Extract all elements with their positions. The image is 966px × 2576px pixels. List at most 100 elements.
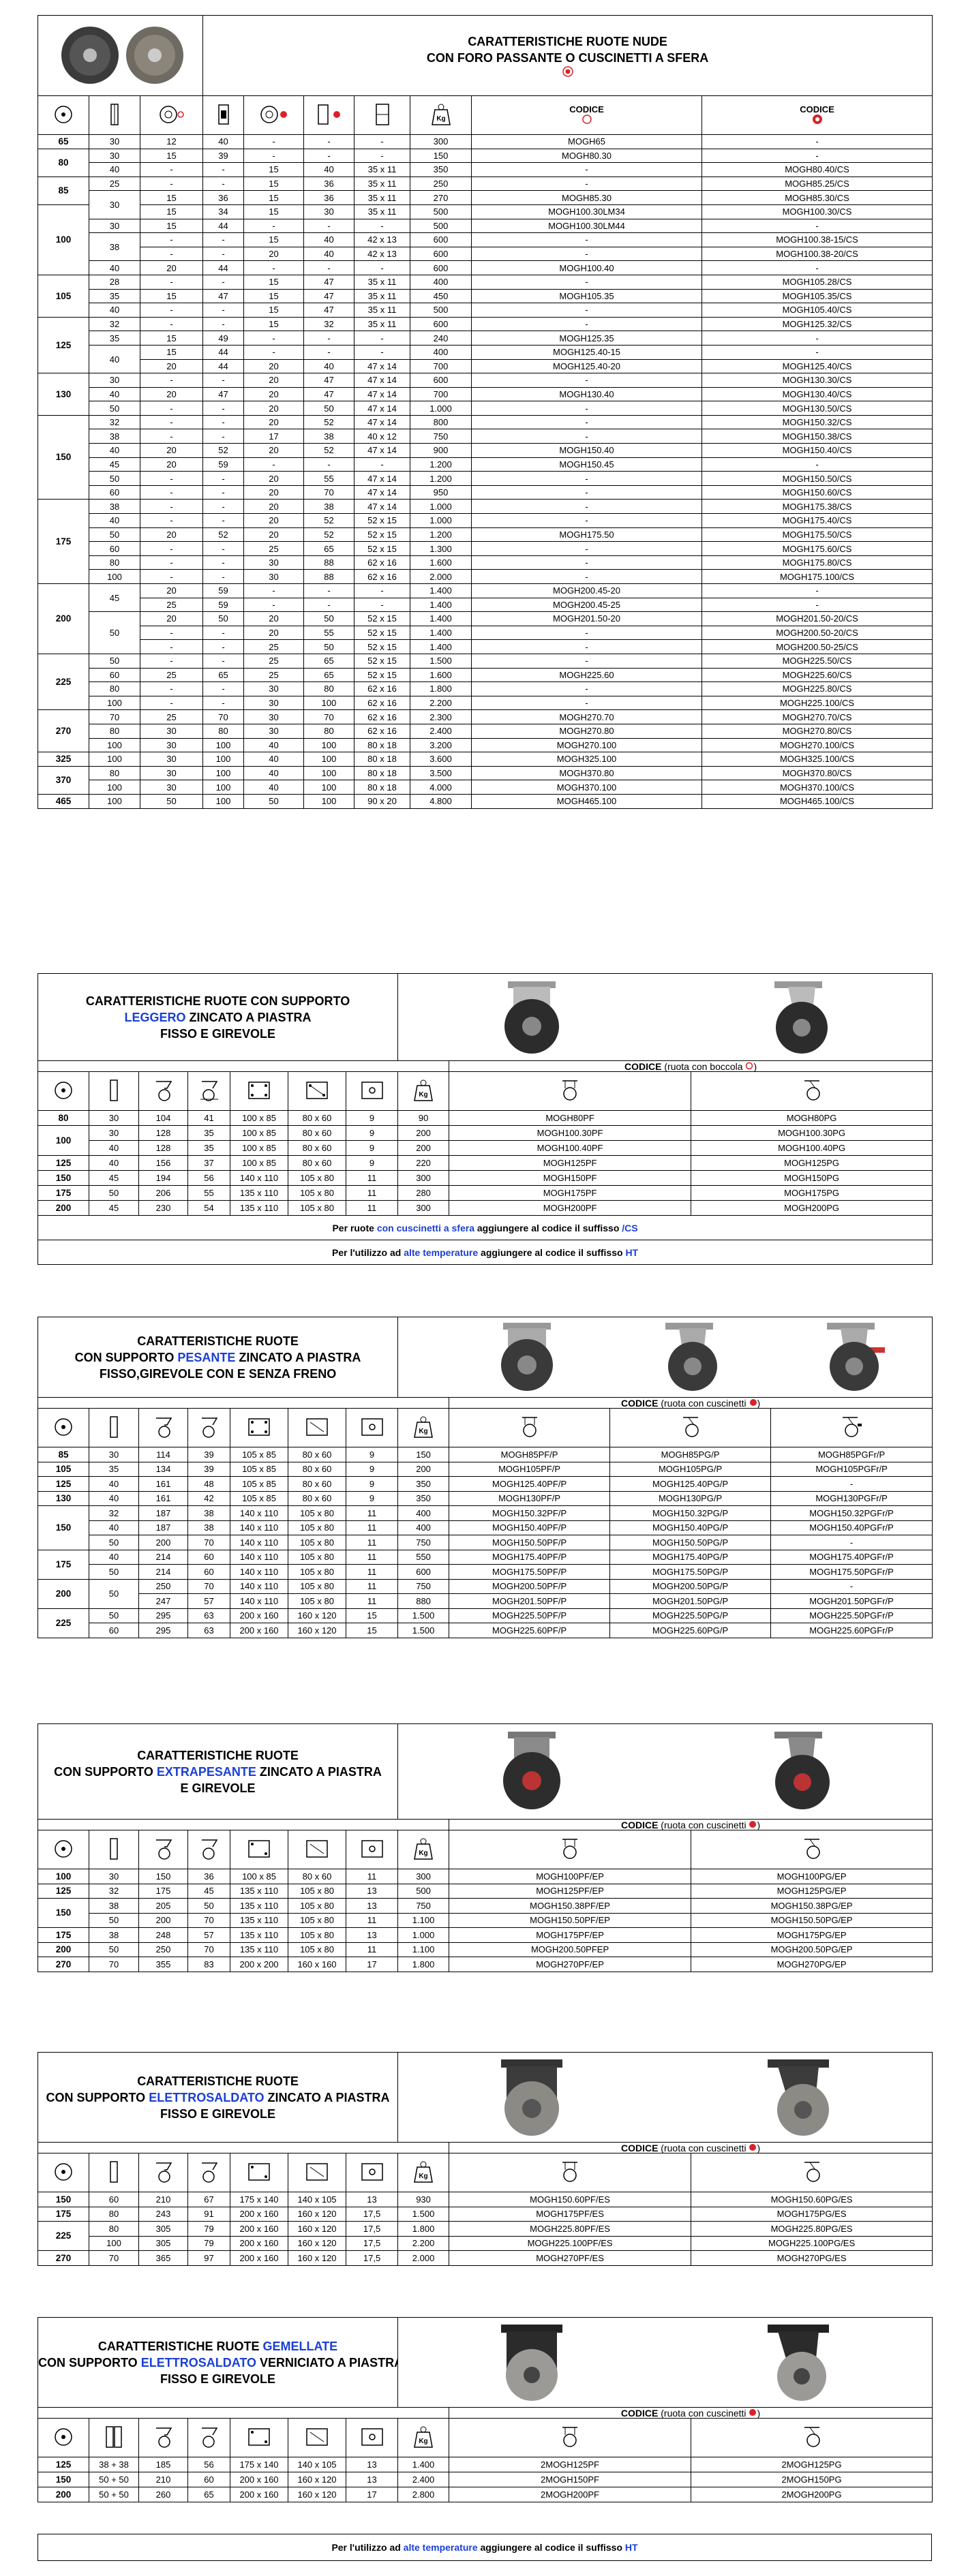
table-cell: - xyxy=(202,625,244,641)
table-cell: 2MOGH125PF xyxy=(449,2457,692,2472)
table-cell: MOGH100PG/EP xyxy=(691,1869,933,1884)
table-cell: 88 xyxy=(303,555,354,570)
table-cell: 300 xyxy=(410,134,472,149)
table-cell: 2.200 xyxy=(410,695,472,711)
table-cell: 47 xyxy=(303,386,354,402)
table-cell: MOGH175.100/CS xyxy=(701,569,933,584)
table-cell: MOGH270.100 xyxy=(471,737,702,753)
hole-spacing-icon xyxy=(306,2163,328,2181)
table-cell: 100 xyxy=(303,765,354,781)
table-cell: 4.000 xyxy=(410,780,472,795)
table-cell: 100 xyxy=(89,569,140,584)
table-cell: MOGH150.50PF/EP xyxy=(449,1912,692,1928)
table-cell: MOGH270.80/CS xyxy=(701,723,933,739)
table-cell: 50 xyxy=(89,653,140,669)
table-cell: 65 xyxy=(187,2487,230,2502)
table-cell: 1.100 xyxy=(397,1942,450,1957)
table-cell: 355 xyxy=(138,1957,188,1972)
table-cell: MOGH85.30 xyxy=(471,190,702,205)
table-cell: 52 x 15 xyxy=(354,639,410,654)
table-cell: 30 xyxy=(243,555,304,570)
table-cell: 50 xyxy=(303,639,354,654)
table-cell: 36 xyxy=(187,1869,230,1884)
table-cell: 80 x 60 xyxy=(288,1476,346,1492)
table-cell: - xyxy=(471,541,702,556)
table-cell: 295 xyxy=(138,1623,188,1638)
table-cell: 80 xyxy=(202,723,244,739)
diameter-cell: 270 xyxy=(37,1957,89,1972)
table-cell: 97 xyxy=(187,2250,230,2266)
table-cell: MOGH125.35 xyxy=(471,331,702,346)
table-cell: 11 xyxy=(345,1593,399,1609)
svg-text:Kg: Kg xyxy=(419,1850,427,1857)
load-kg-icon: Kg xyxy=(414,1416,433,1438)
table-cell: MOGH225.60PG/P xyxy=(609,1623,772,1638)
table-cell: - xyxy=(701,134,933,149)
table-cell: - xyxy=(202,429,244,444)
table-cell: 47 x 14 xyxy=(354,485,410,500)
hole-diameter-icon xyxy=(361,2428,383,2446)
table-cell: 1.400 xyxy=(410,583,472,598)
table-cell: 25 xyxy=(140,667,203,683)
table-cell: 60 xyxy=(89,485,140,500)
table-cell: - xyxy=(202,541,244,556)
table-cell: 35 x 11 xyxy=(354,176,410,191)
table-cell: - xyxy=(770,1476,933,1492)
section-title: CARATTERISTICHE RUOTE CON SUPPORTO EXTRA… xyxy=(37,1723,399,1820)
table-cell: 200 x 160 xyxy=(230,2235,288,2251)
table-cell: 30 xyxy=(89,148,140,164)
table-cell: 128 xyxy=(138,1125,188,1141)
table-cell: 70 xyxy=(303,709,354,724)
table-cell: - xyxy=(140,232,203,247)
plate-size-icon xyxy=(248,1418,270,1436)
table-cell: 105 x 80 xyxy=(288,1942,346,1957)
table-cell: 20 xyxy=(243,527,304,542)
table-cell: 17 xyxy=(243,429,304,444)
table-cell: 1.800 xyxy=(410,681,472,696)
table-cell: 200 x 160 xyxy=(230,2487,288,2502)
table-cell: 70 xyxy=(303,485,354,500)
table-cell: MOGH80.30 xyxy=(471,148,702,164)
table-cell: 11 xyxy=(345,1200,399,1216)
table-cell: 160 x 120 xyxy=(288,1608,346,1623)
table-cell: 25 xyxy=(89,176,140,191)
table-cell: 800 xyxy=(410,414,472,430)
table-cell: 39 xyxy=(202,148,244,164)
table-cell: MOGH150.60/CS xyxy=(701,485,933,500)
table-cell: 80 xyxy=(89,2221,139,2237)
table-cell: 15 xyxy=(140,148,203,164)
table-cell: 60 xyxy=(187,1564,230,1580)
diameter-cell: 125 xyxy=(37,1476,89,1492)
table-cell: MOGH225.60 xyxy=(471,667,702,683)
fixed-caster-photo-icon xyxy=(500,1322,553,1391)
table-cell: 300 xyxy=(397,1170,450,1186)
table-cell: MOGH270.80 xyxy=(471,723,702,739)
table-cell: 1.400 xyxy=(397,2457,450,2472)
ball-bearing-icon xyxy=(749,1398,757,1406)
table-cell: 40 xyxy=(89,344,140,374)
table-cell: - xyxy=(140,499,203,515)
table-cell: MOGH270PF/EP xyxy=(449,1957,692,1972)
table-cell: MOGH175PF xyxy=(449,1185,692,1201)
title-line-3: FISSO E GIREVOLE xyxy=(160,2372,276,2386)
table-cell: MOGH150.60PF/ES xyxy=(449,2192,692,2207)
table-cell: 20 xyxy=(243,414,304,430)
table-cell: MOGH370.100/CS xyxy=(701,780,933,795)
swivel-caster-icon xyxy=(804,1839,820,1859)
table-cell: MOGH85.30/CS xyxy=(701,190,933,205)
table-cell: 11 xyxy=(345,1869,399,1884)
table-cell: - xyxy=(202,681,244,696)
table-cell: 104 xyxy=(138,1110,188,1126)
table-cell: 47 xyxy=(202,386,244,402)
table-cell: 240 xyxy=(410,331,472,346)
table-cell: 40 x 12 xyxy=(354,429,410,444)
section-light-support: CARATTERISTICHE RUOTE CON SUPPORTO LEGGE… xyxy=(37,973,933,1265)
